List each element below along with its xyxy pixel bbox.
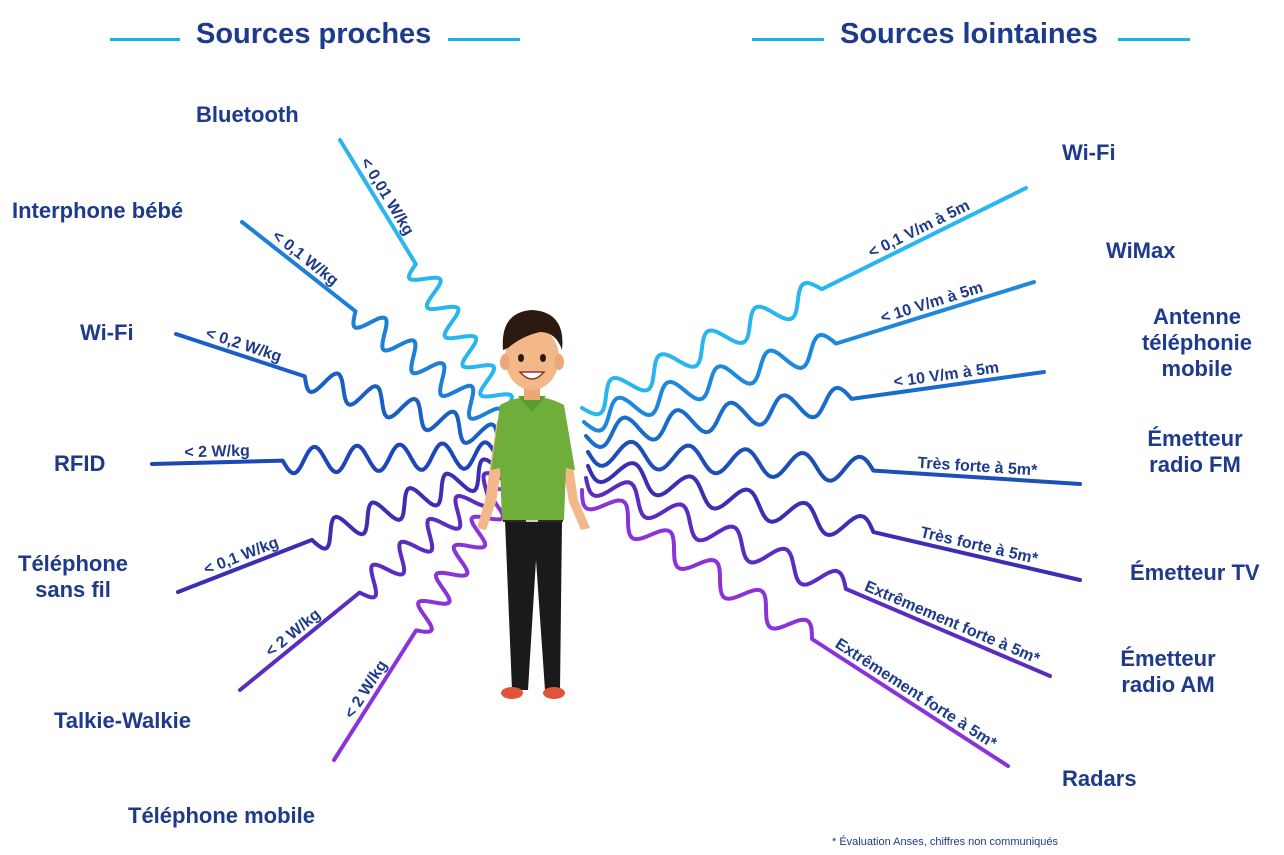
person-pants	[505, 520, 562, 690]
person-hair	[502, 310, 563, 350]
person-shoe-left	[501, 687, 523, 699]
far-wave-5	[584, 476, 1052, 678]
footnote: * Évaluation Anses, chiffres non communi…	[832, 836, 1059, 848]
near-wave-1	[240, 220, 505, 427]
far-source-wifi: Wi-Fi	[1062, 140, 1116, 165]
near-source-telephone-sans-fil: Téléphone sans fil	[18, 551, 129, 602]
near-source-interphone: Interphone bébé	[12, 198, 184, 223]
far-source-antenne: Antenne téléphonie mobile	[1141, 304, 1252, 381]
near-source-telephone-mobile: Téléphone mobile	[128, 803, 316, 828]
header-near: Sources proches	[196, 18, 432, 50]
near-wave-4	[176, 457, 499, 594]
near-source-rfid: RFID	[54, 451, 106, 476]
person-eye-right	[540, 354, 546, 362]
header-far-line-right	[1118, 38, 1190, 41]
person-ear-left	[500, 354, 510, 370]
near-wave-2	[174, 332, 500, 445]
far-source-emetteur-am: Émetteur radio AM	[1120, 646, 1216, 697]
far-wave-2	[584, 370, 1046, 449]
person-shoe-right	[543, 687, 565, 699]
far-wave-3	[586, 439, 1082, 486]
header-near-line-left	[110, 38, 180, 41]
far-wave-4	[586, 461, 1082, 582]
far-wave-0	[580, 186, 1028, 417]
near-source-wifi: Wi-Fi	[80, 320, 134, 345]
person-ear-right	[554, 354, 564, 370]
far-source-emetteur-tv: Émetteur TV	[1130, 560, 1260, 585]
near-wave-5	[238, 471, 502, 692]
far-wave-6	[580, 488, 1010, 768]
near-value-3: < 2 W/kg	[184, 443, 250, 462]
far-source-wimax: WiMax	[1106, 238, 1176, 263]
header-near-line-right	[448, 38, 520, 41]
far-source-radars: Radars	[1062, 766, 1137, 791]
header-far: Sources lointaines	[840, 18, 1098, 50]
near-wave-6	[332, 486, 507, 762]
person-head	[505, 326, 559, 390]
near-wave-0	[338, 138, 514, 412]
far-source-emetteur-fm: Émetteur radio FM	[1147, 426, 1243, 477]
near-wave-3	[150, 440, 498, 476]
header-far-line-left	[752, 38, 824, 41]
person-eye-left	[518, 354, 524, 362]
person-mouth	[518, 371, 546, 380]
far-wave-1	[582, 280, 1036, 433]
person-shirt	[491, 396, 575, 520]
near-source-bluetooth: Bluetooth	[196, 102, 299, 127]
near-source-talkie-walkie: Talkie-Walkie	[54, 708, 191, 733]
